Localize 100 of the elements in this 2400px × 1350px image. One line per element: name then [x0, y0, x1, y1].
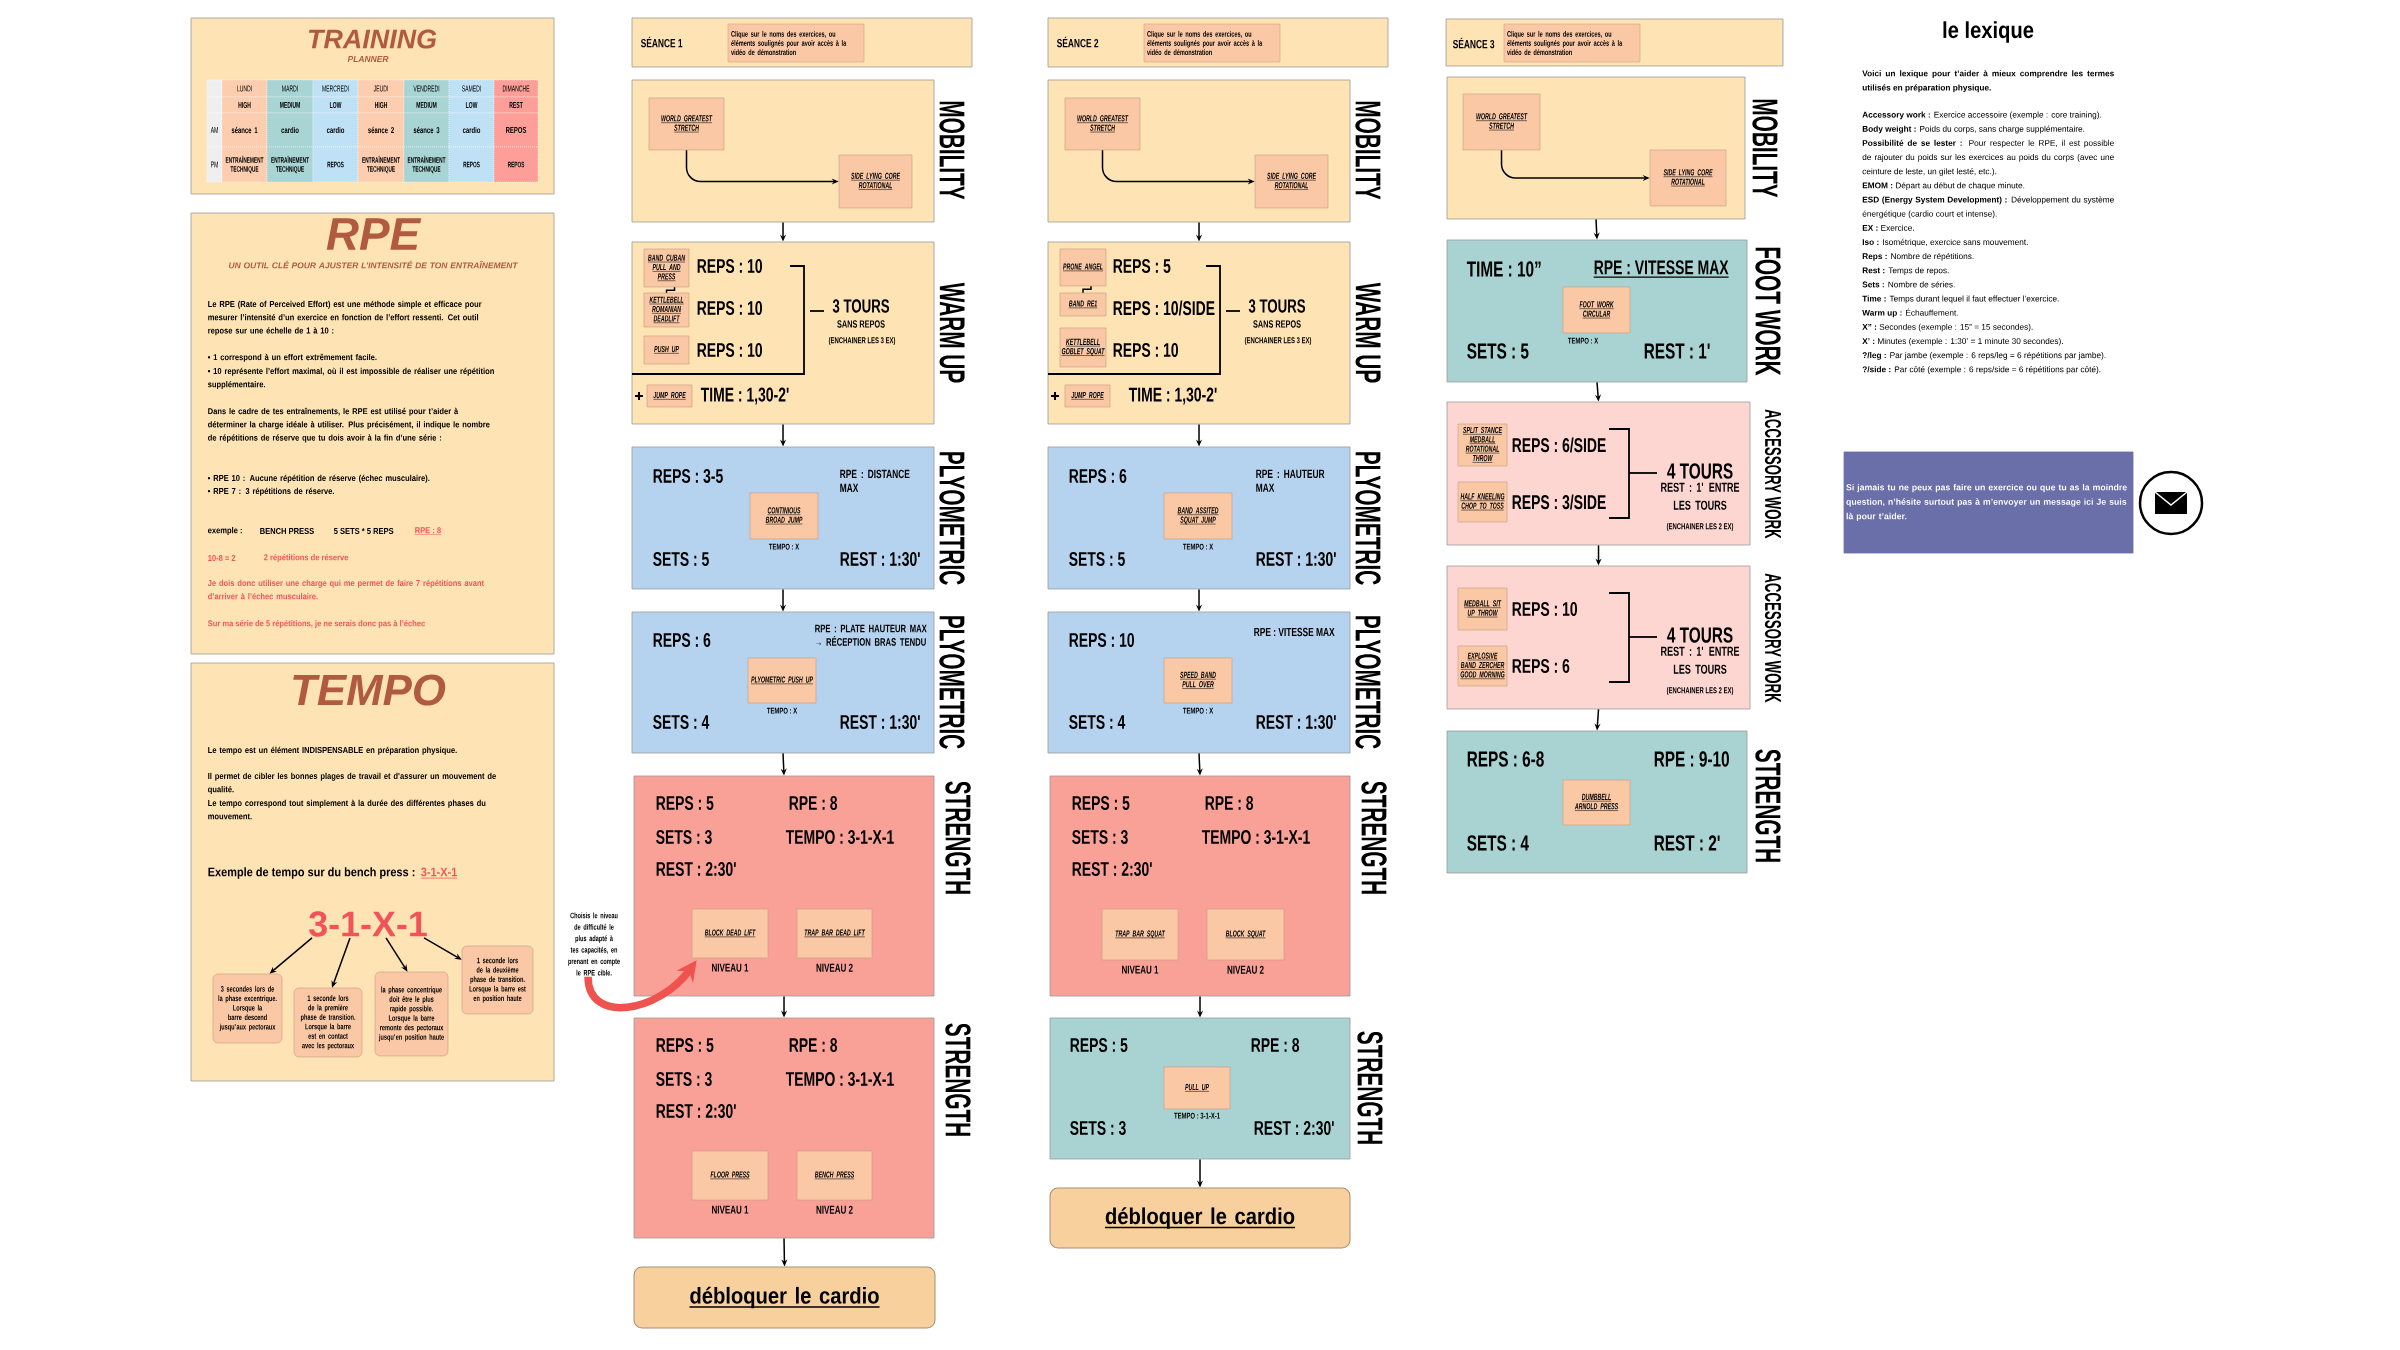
level-label: NIVEAU 1 — [1122, 965, 1159, 974]
intro-text: Voici un lexique pour t’aider à mieux comprendre les termes utilisés en préparation physique. — [1862, 70, 2114, 93]
section-heading: STRENGTH — [945, 1023, 971, 1136]
stat-label: REPS : 6-8 — [1467, 751, 1544, 767]
glossary-entry: Warm up : Échauffement. — [1862, 308, 1958, 318]
tempo-label: TEMPO : X — [1567, 337, 1599, 344]
stat-label: TEMPO : 3-1-X-1 — [1201, 829, 1310, 845]
bullet-text: • 10 représente l’effort maximal, où il est impossible de réaliser une répétition supplémentaire. — [207, 367, 494, 389]
section-heading: PLYOMETRIC — [1355, 616, 1381, 749]
stat-label: REST : 1:30' — [1256, 714, 1336, 730]
exercise-box: JUMP ROPE — [1064, 384, 1111, 408]
reps-label: REPS : 6/SIDE — [1512, 437, 1606, 453]
rounds-label: 3 TOURS — [832, 299, 890, 313]
bullet-text: • RPE 10 : Aucune répétition de réserve (échec musculaire). — [207, 474, 430, 483]
rounds-note: REST : 1' ENTRE LES TOURS — [1661, 646, 1740, 674]
paragraph: Le tempo correspond tout simplement à la durée des différentes phases du mouvement. — [208, 799, 486, 820]
section-heading: MOBILITY — [1752, 99, 1778, 198]
section-heading: PLYOMETRIC — [1355, 452, 1381, 585]
example-text: exemple : — [208, 527, 242, 535]
exercise-box: KETTLEBELL GOBLET SQUAT — [1059, 327, 1107, 368]
example-heading: Exemple de tempo sur du bench press : — [208, 867, 415, 879]
stat-label: REST : 1:30' — [840, 714, 920, 730]
exercise-box: WORLD GREATEST STRETCH — [1462, 93, 1541, 151]
reps-label: REPS : 3/SIDE — [1512, 494, 1606, 510]
stat-label: REPS : 6 — [1069, 468, 1127, 484]
paragraph: Sur ma série de 5 répétitions, je ne serais donc pas à l’échec — [207, 619, 425, 629]
paragraph: Le RPE (Rate of Perceived Effort) est une méthode simple et efficace pour mesurer l’intensité d’un exercice en fonction de l’effort ressenti. Cet outil repose sur une échelle de 1 à 10 : — [208, 300, 482, 336]
section-heading: MOBILITY — [939, 101, 965, 200]
exercise-box: BAND CUBAN PULL AND PRESS — [643, 248, 690, 288]
level-label: NIVEAU 2 — [816, 1205, 853, 1214]
glossary-entry: Rest : Temps de repos. — [1862, 267, 1949, 275]
paragraph: Le tempo est un élément INDISPENSABLE en préparation physique. — [208, 746, 457, 755]
exercise-box: FLOOR PRESS — [691, 1150, 769, 1201]
stat-label: RPE : 8 — [789, 1037, 838, 1053]
exercise-box: HALF KNEELING CHOP TO TOSS — [1457, 481, 1508, 523]
exercise-box: PRONE ANGEL — [1059, 248, 1107, 287]
rounds-label: 4 TOURS — [1667, 627, 1733, 643]
panel-title: TEMPO — [293, 674, 446, 706]
exercise-box: MEDBALL SIT UP THROW — [1457, 587, 1508, 631]
underlined-text: RPE : 8 — [414, 527, 442, 535]
example-text: 5 SETS * 5 REPS — [333, 527, 394, 535]
glossary-entry: X’ : Minutes (exemple : 1:30’ = 1 minute 30 secondes). — [1862, 337, 2063, 346]
glossary-entry: Sets : Nombre de séries. — [1862, 281, 1955, 288]
level-label: NIVEAU 2 — [816, 963, 853, 972]
table-cell: MARDI — [266, 79, 314, 98]
glossary-entry: ESD (Energy System Development) : Développement du système énergétique (cardio court et intense). — [1862, 196, 2114, 219]
rounds-note: (ENCHAINER LES 3 EX) — [828, 337, 896, 345]
rounds-note: (ENCHAINER LES 2 EX) — [1666, 523, 1734, 531]
stat-label: REPS : 5 — [1072, 795, 1130, 811]
stat-label: RPE : VITESSE MAX — [1254, 627, 1335, 637]
tempo-label: TEMPO : X — [768, 543, 800, 550]
stat-label: REPS : 10 — [1069, 632, 1134, 648]
bullet-text: • RPE 7 : 3 répétitions de réserve. — [207, 487, 334, 496]
glossary-entry: Accessory work : Exercice accessoire (exemple : core training). — [1862, 111, 2102, 120]
stat-label: SETS : 3 — [656, 1071, 712, 1087]
bullet-text: • 1 correspond à un effort extrêmement facile. — [207, 353, 377, 362]
stat-label: RPE : DISTANCE MAX — [840, 469, 910, 492]
reps-label: REPS : 10/SIDE — [1113, 300, 1215, 316]
exercise-box: BLOCK DEAD LIFT — [691, 908, 769, 959]
stat-label: TEMPO : 3-1-X-1 — [785, 1071, 894, 1087]
session-title: SÉANCE 1 — [640, 36, 683, 48]
underlined-text: 3-1-X-1 — [420, 867, 458, 879]
glossary-entry: Body weight : Poids du corps, sans charge supplémentaire. — [1862, 125, 2085, 134]
stat-label: SETS : 4 — [653, 714, 710, 730]
table-cell: VENDREDI — [403, 79, 450, 98]
stat-label: REPS : 6 — [653, 632, 711, 648]
section-heading: STRENGTH — [945, 781, 971, 894]
stat-label: REST : 2:30' — [1072, 861, 1152, 877]
section-heading: FOOT WORK — [1755, 247, 1781, 376]
section-heading: STRENGTH — [1357, 1031, 1383, 1144]
stat-label: SETS : 3 — [1070, 1120, 1126, 1136]
exercise-box: SPLIT STANCE MEDBALL ROTATIONAL THROW — [1457, 423, 1508, 467]
glossary-entry: EMOM : Départ au début de chaque minute. — [1862, 182, 2025, 190]
reps-label: REPS : 10 — [1512, 601, 1577, 617]
rounds-note: SANS REPOS — [1253, 320, 1301, 328]
exercise-box: BAND ASSITED SQUAT JUMP — [1163, 492, 1233, 540]
reps-label: REPS : 6 — [1512, 658, 1570, 674]
stat-label: SETS : 5 — [1467, 343, 1529, 359]
exercise-box: EXPLOSIVE BAND ZERCHER GOOD MORNING — [1457, 645, 1508, 687]
stat-label: SETS : 4 — [1467, 835, 1529, 851]
level-label: NIVEAU 1 — [712, 963, 749, 972]
stat-label: RPE : VITESSE MAX — [1593, 260, 1730, 278]
stat-label: REST : 2:30' — [656, 1103, 736, 1119]
stat-label: RPE : 8 — [1205, 795, 1254, 811]
exercise-box: JUMP ROPE — [646, 384, 693, 408]
stat-label: REPS : 3-5 — [653, 468, 723, 484]
stat-label: RPE : 9-10 — [1654, 751, 1729, 767]
stat-label: REST : 2:30' — [1254, 1120, 1334, 1136]
table-cell: DIMANCHE — [493, 79, 539, 98]
section-heading: ACCESSORY WORK — [1764, 573, 1782, 703]
stat-label: SETS : 5 — [653, 551, 709, 567]
exercise-box: KETTLEBELL ROMANIAN DEADLIFT — [643, 292, 690, 328]
stat-label: REPS : 5 — [656, 795, 714, 811]
section-heading: WARM UP — [939, 282, 965, 383]
glossary-entry: ?/side : Par côté (exemple : 6 reps/side = 6 répétitions par côté). — [1862, 366, 2101, 374]
arrow — [385, 937, 408, 972]
exercise-box: SIDE LYING CORE ROTATIONAL — [1254, 154, 1329, 209]
rounds-note: (ENCHAINER LES 2 EX) — [1666, 687, 1734, 695]
exercise-box: WORLD GREATEST STRETCH — [648, 97, 725, 151]
panel-subtitle: UN OUTIL CLÉ POUR AJUSTER L’INTENSITÉ DE TON ENTRAÎNEMENT — [229, 260, 519, 269]
